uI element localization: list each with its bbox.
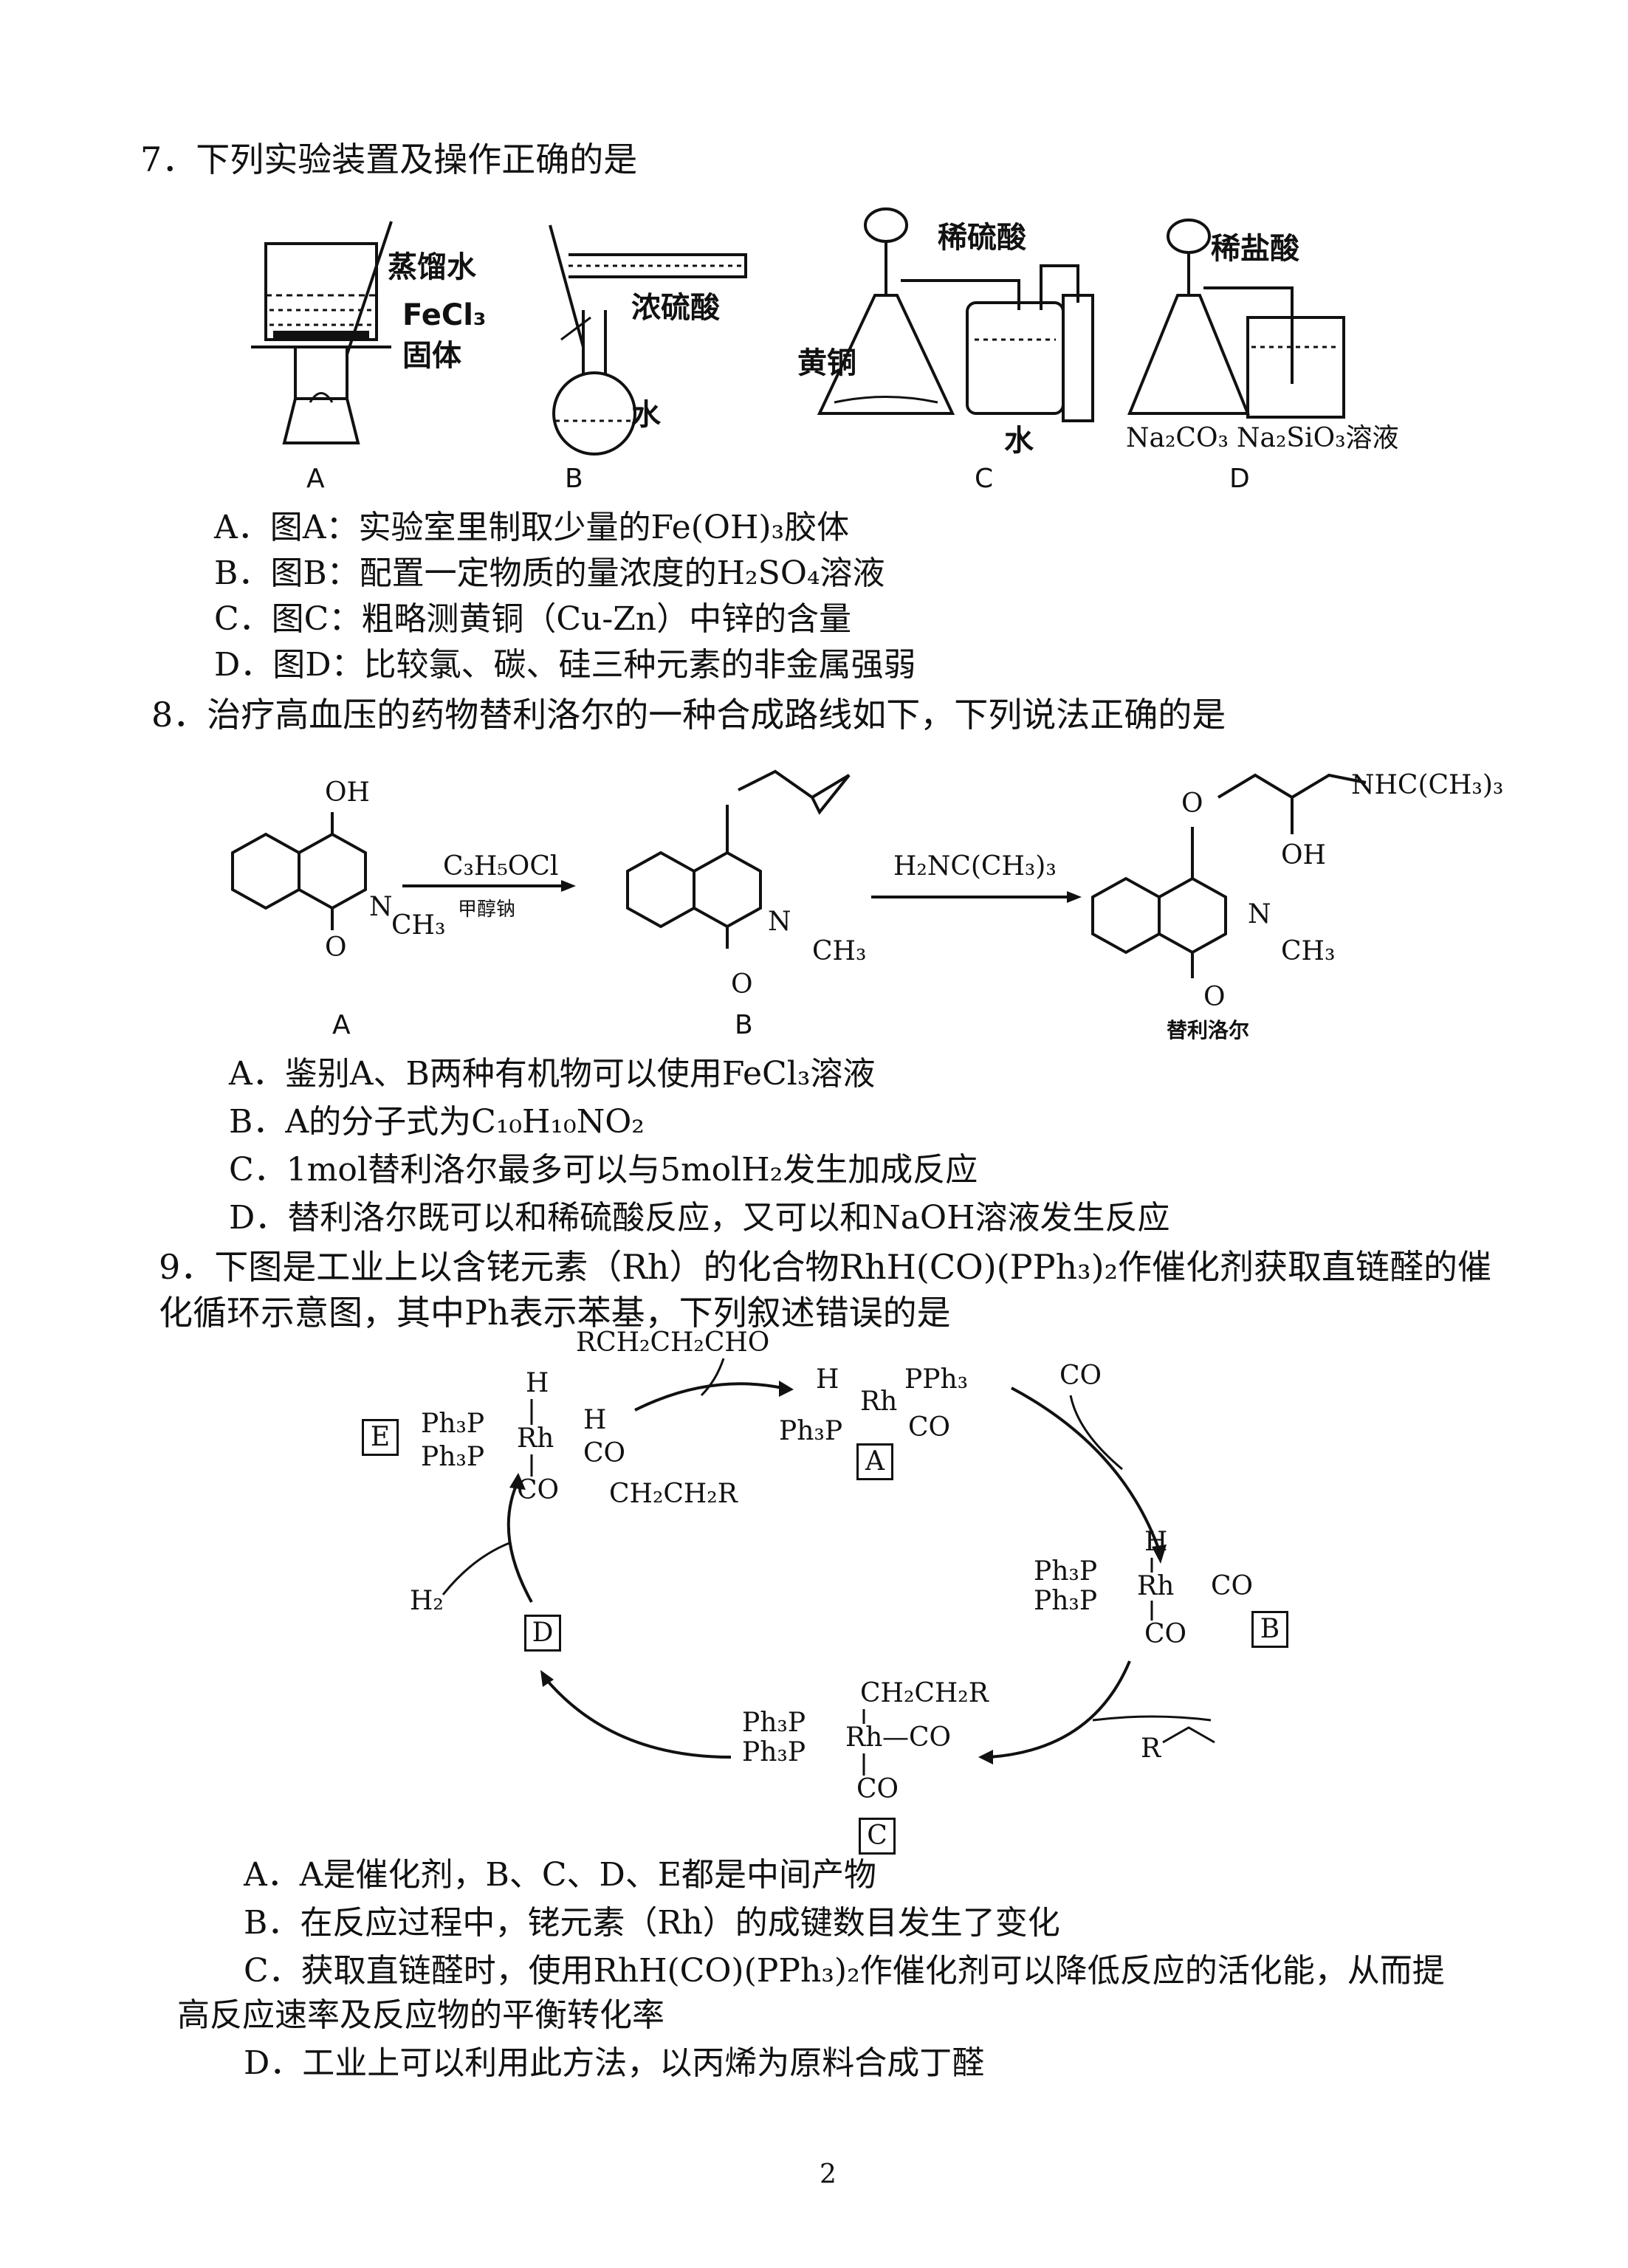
q9-option-d: D．工业上可以利用此方法，以丙烯为原料合成丁醛 — [244, 2044, 985, 2082]
q7-a-water-label: 蒸馏水 — [388, 250, 477, 284]
q8-option-d: D．替利洛尔既可以和稀硫酸反应，又可以和NaOH溶液发生反应 — [229, 1199, 1170, 1237]
compound-a-label: A — [332, 1010, 351, 1040]
c-co-2: CO — [856, 1774, 899, 1804]
product-label: 替利洛尔 — [1167, 1018, 1249, 1042]
aldehyde-product: RCH₂CH₂CHO — [576, 1327, 769, 1358]
cycle-label-b: B — [1251, 1611, 1288, 1648]
product-n: N — [1248, 899, 1271, 929]
e-co-2: CO — [517, 1475, 559, 1505]
b-ph3p-1: Ph₃P — [1034, 1556, 1097, 1587]
q8-synthesis-scheme: OH N CH₃ O A C₃H₅OCl 甲醇钠 N CH₃ O B H₂NC(… — [231, 769, 1503, 1042]
q7-c-brass-label: 黄铜 — [797, 346, 856, 380]
q7-d-na2sio3-label: Na₂SiO₃溶液 — [1237, 423, 1399, 453]
q9-option-b: B．在反应过程中，铑元素（Rh）的成键数目发生了变化 — [244, 1904, 1060, 1942]
b-h: H — [1144, 1527, 1167, 1557]
q7-a-fecl3-label: FeCl₃ — [402, 298, 486, 332]
a-h: H — [816, 1364, 839, 1395]
cycle-label-d: D — [524, 1615, 561, 1652]
condition-1: 甲醇钠 — [458, 898, 515, 921]
q7-d-na2co3-label: Na₂CO₃ — [1126, 423, 1229, 453]
c-ch2ch2r: CH₂CH₂R — [860, 1678, 989, 1708]
b-rh: Rh — [1137, 1571, 1174, 1601]
q7-label-d: D — [1229, 464, 1250, 494]
apparatus-d — [1127, 219, 1345, 419]
q8-option-a: A．鉴别A、B两种有机物可以使用FeCl₃溶液 — [229, 1055, 876, 1093]
e-ph3p-1: Ph₃P — [421, 1409, 484, 1439]
q9-stem-line2: 化循环示意图，其中Ph表示苯基，下列叙述错误的是 — [159, 1293, 951, 1333]
q7-label-b: B — [565, 464, 583, 494]
a-ph3p: Ph₃P — [779, 1416, 842, 1446]
cycle-label-c: C — [859, 1818, 896, 1855]
q7-b-acid-label: 浓硫酸 — [631, 291, 721, 325]
c-co-1: —CO — [882, 1722, 951, 1753]
q8-option-b: B．A的分子式为C₁₀H₁₀NO₂ — [229, 1103, 645, 1141]
q7-label-c: C — [975, 464, 993, 494]
q7-stem: 7．下列实验装置及操作正确的是 — [140, 140, 638, 179]
q7-apparatus-figure: 蒸馏水 FeCl₃ 固体 A 浓硫酸 水 B 稀硫酸 黄铜 水 C — [251, 207, 1399, 494]
c-ph3p-2: Ph₃P — [742, 1737, 806, 1767]
q7-option-a: A．图A：实验室里制取少量的Fe(OH)₃胶体 — [214, 509, 850, 546]
e-h2: H — [583, 1405, 606, 1435]
q7-option-c: C．图C：粗略测黄铜（Cu-Zn）中锌的含量 — [214, 600, 852, 638]
compound-b-structure — [626, 769, 851, 949]
q7-a-solid-label: 固体 — [402, 339, 461, 373]
e-co-1: CO — [583, 1438, 625, 1468]
cycle-label-e: E — [362, 1419, 399, 1456]
co-input: CO — [1059, 1361, 1102, 1391]
e-rh: Rh — [517, 1423, 554, 1454]
a-rh: Rh — [860, 1386, 897, 1417]
b-ch3: CH₃ — [812, 936, 866, 966]
h2-input: H₂ — [410, 1586, 444, 1616]
product-o2: O — [1203, 982, 1226, 1012]
q7-option-d: D．图D：比较氯、碳、硅三种元素的非金属强弱 — [214, 646, 916, 684]
q7-label-a: A — [306, 464, 325, 494]
a-co: CO — [908, 1412, 950, 1443]
compound-b-label: B — [735, 1010, 753, 1040]
alkene-r: R — [1141, 1733, 1161, 1764]
a-oh: OH — [325, 777, 370, 808]
a-pph3: PPh₃ — [904, 1364, 968, 1395]
apparatus-c — [817, 207, 1094, 422]
product-o: O — [1181, 788, 1203, 819]
q9-option-a: A．A是催化剂，B、C、D、E都是中间产物 — [244, 1856, 876, 1894]
q9-option-c-cont: 高反应速率及反应物的平衡转化率 — [177, 1996, 664, 2034]
reagent-1: C₃H₅OCl — [443, 851, 558, 882]
b-n: N — [768, 907, 791, 937]
b-ph3p-2: Ph₃P — [1034, 1586, 1097, 1616]
product-structure — [1091, 773, 1367, 978]
c-ph3p-1: Ph₃P — [742, 1708, 806, 1738]
q7-c-water-label: 水 — [1004, 424, 1034, 458]
product-oh: OH — [1281, 840, 1326, 870]
product-nhc: NHC(CH₃)₃ — [1351, 770, 1503, 800]
q8-option-c: C．1mol替利洛尔最多可以与5molH₂发生加成反应 — [229, 1151, 978, 1189]
a-ch3: CH₃ — [391, 910, 445, 941]
q7-b-water-label: 水 — [631, 398, 662, 432]
a-n: N — [369, 892, 393, 922]
e-ph3p-2: Ph₃P — [421, 1442, 484, 1472]
apparatus-a — [251, 221, 393, 444]
e-h: H — [526, 1368, 549, 1398]
product-ch3: CH₃ — [1281, 936, 1335, 966]
b-co-2: CO — [1144, 1619, 1186, 1649]
apparatus-b — [549, 224, 747, 456]
q9-option-c: C．获取直链醛时，使用RhH(CO)(PPh₃)₂作催化剂可以降低反应的活化能，… — [244, 1952, 1445, 1990]
q7-option-b: B．图B：配置一定物质的量浓度的H₂SO₄溶液 — [214, 554, 885, 592]
b-co-1: CO — [1211, 1571, 1253, 1601]
q7-d-acid-label: 稀盐酸 — [1211, 232, 1300, 266]
compound-a-structure — [231, 812, 367, 930]
b-o: O — [731, 969, 753, 1000]
c-rh: Rh — [845, 1722, 882, 1753]
q7-c-acid-label: 稀硫酸 — [938, 221, 1027, 255]
reagent-2: H₂NC(CH₃)₃ — [893, 851, 1057, 882]
q8-stem: 8．治疗高血压的药物替利洛尔的一种合成路线如下，下列说法正确的是 — [151, 695, 1226, 735]
cycle-label-a: A — [856, 1443, 893, 1480]
page-number: 2 — [820, 2159, 837, 2190]
q9-stem-line1: 9．下图是工业上以含铑元素（Rh）的化合物RhH(CO)(PPh₃)₂作催化剂获… — [159, 1247, 1492, 1287]
q9-catalytic-cycle: RCH₂CH₂CHO CO R H₂ H Ph₃P Ph₃P Rh H CO C… — [410, 1327, 1253, 1804]
a-o: O — [325, 932, 347, 963]
e-ch2ch2r: CH₂CH₂R — [609, 1479, 738, 1509]
